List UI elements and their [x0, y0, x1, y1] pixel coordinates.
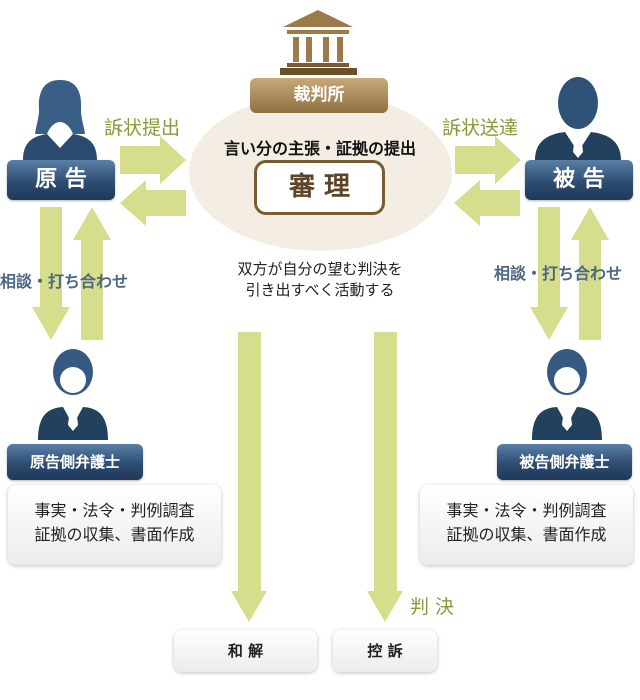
- duties-line: 証拠の収集、書面作成: [446, 525, 607, 544]
- judgment-label: 判 決: [410, 596, 455, 618]
- arrow-serve-right: [455, 136, 521, 184]
- defendant-lawyer-duties: 事実・法令・判例調査 証拠の収集、書面作成: [420, 485, 633, 565]
- duties-line: 事実・法令・判例調査: [34, 501, 195, 520]
- consult-label-left: 相談・打ち合わせ: [0, 272, 129, 291]
- arrow-back-right-side: [454, 180, 520, 226]
- consult-label-right: 相談・打ち合わせ: [494, 264, 623, 283]
- file-complaint-label: 訴状提出: [104, 117, 181, 139]
- courthouse-icon: [280, 10, 357, 75]
- duties-line: 事実・法令・判例調査: [446, 501, 607, 520]
- court-note-line2: 引き出すべく活動する: [245, 281, 395, 299]
- arrow-consult-up-right: [571, 207, 609, 340]
- plaintiff-label: 原 告: [7, 160, 115, 200]
- arrow-consult-down-left: [32, 207, 70, 340]
- plaintiff-lawyer-label: 原告側弁護士: [7, 444, 143, 480]
- arrow-settlement-down: [231, 332, 267, 622]
- arrow-judgment-down: [367, 332, 403, 622]
- defendant-label: 被 告: [525, 160, 633, 200]
- plaintiff-lawyer-duties: 事実・法令・判例調査 証拠の収集、書面作成: [8, 485, 221, 565]
- defendant-lawyer-icon: [532, 349, 602, 440]
- settlement-box: 和 解: [174, 630, 317, 672]
- appeal-box: 控 訴: [333, 630, 437, 672]
- court-note-line1: 双方が自分の望む判決を: [237, 260, 403, 278]
- arrow-consult-up-left: [73, 207, 111, 340]
- plaintiff-lawyer-icon: [38, 349, 108, 440]
- arrow-file-right: [120, 136, 186, 184]
- defendant-person-icon: [535, 77, 621, 160]
- plaintiff-person-icon: [23, 80, 97, 160]
- arrow-back-left: [120, 180, 186, 226]
- serve-complaint-label: 訴状送達: [442, 117, 519, 139]
- claim-text: 言い分の主張・証拠の提出: [223, 139, 416, 158]
- defendant-lawyer-label: 被告側弁護士: [497, 444, 632, 480]
- duties-line: 証拠の収集、書面作成: [34, 525, 195, 544]
- court-label: 裁判所: [250, 78, 388, 113]
- hearing-box: 審 理: [254, 160, 385, 215]
- arrow-consult-down-right: [530, 207, 568, 340]
